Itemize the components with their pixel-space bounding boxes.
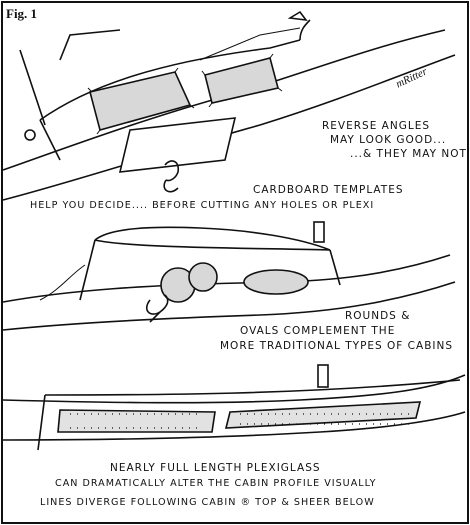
boat-sketch-3 (2, 364, 466, 451)
figure-label: Fig. 1 (6, 6, 38, 21)
caption-templates-2: HELP YOU DECIDE.... BEFORE CUTTING ANY H… (30, 200, 375, 211)
caption-templates-1: CARDBOARD TEMPLATES (253, 184, 404, 196)
caption-reverse-angles-1: REVERSE ANGLES (322, 120, 431, 132)
caption-rounds-1: ROUNDS & (345, 310, 411, 322)
caption-reverse-angles-2: MAY LOOK GOOD... (330, 134, 447, 146)
caption-plexiglass-3: LINES DIVERGE FOLLOWING CABIN ® TOP & SH… (40, 497, 375, 508)
caption-rounds-2: OVALS COMPLEMENT THE (240, 325, 396, 337)
caption-reverse-angles-3: ...& THEY MAY NOT (350, 148, 467, 160)
caption-plexiglass-1: NEARLY FULL LENGTH PLEXIGLASS (110, 462, 321, 474)
boat-sketch-2 (2, 221, 456, 331)
boat-sketch-1 (2, 10, 456, 201)
caption-plexiglass-2: CAN DRAMATICALLY ALTER THE CABIN PROFILE… (55, 478, 377, 489)
caption-rounds-3: MORE TRADITIONAL TYPES OF CABINS (220, 340, 454, 352)
